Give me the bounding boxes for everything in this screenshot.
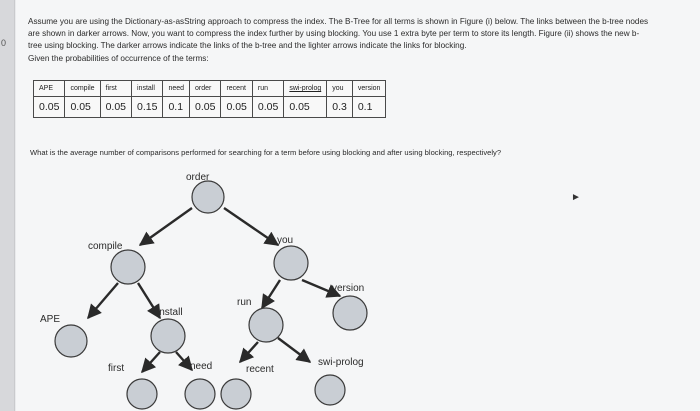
node-version xyxy=(332,295,368,331)
node-compile xyxy=(110,249,146,285)
probability-cell: 0.15 xyxy=(130,96,164,118)
label-order: order xyxy=(186,172,210,183)
question-card: Assume you are using the Dictionary-as-a… xyxy=(16,0,700,411)
edge-compile-install xyxy=(136,282,162,320)
question-text: What is the average number of comparison… xyxy=(30,148,502,157)
label-recent: recent xyxy=(246,364,274,375)
probability-cell: 0.05 xyxy=(220,96,253,118)
node-ape xyxy=(54,324,88,358)
edge-install-first xyxy=(141,351,161,374)
paragraph-line: tree using blocking. The darker arrows i… xyxy=(28,40,467,50)
table-header-row: APE compile first install need order rec… xyxy=(32,80,387,97)
node-need xyxy=(184,378,216,410)
node-recent xyxy=(220,378,252,410)
probability-table: APE compile first install need order rec… xyxy=(32,80,387,118)
paragraph-line: Assume you are using the Dictionary-as-a… xyxy=(28,17,649,26)
paragraph-line: are shown in darker arrows. Now, you wan… xyxy=(28,28,640,38)
label-compile: compile xyxy=(88,241,123,252)
probability-cell: 0.1 xyxy=(351,96,387,118)
node-run xyxy=(248,307,284,343)
problem-paragraph: Assume you are using the Dictionary-as-a… xyxy=(28,16,668,51)
left-gutter: 0 xyxy=(0,0,15,411)
edge-you-run xyxy=(260,279,282,310)
node-swi-prolog xyxy=(314,374,346,406)
label-first: first xyxy=(108,363,124,374)
tree-labels: order compile you APE install run versio… xyxy=(40,172,364,375)
mouse-cursor-icon: ► xyxy=(571,192,581,203)
label-install: install xyxy=(157,307,183,318)
probability-cell: 0.05 xyxy=(64,96,101,118)
label-swi-prolog: swi-prolog xyxy=(318,357,364,368)
label-version: version xyxy=(332,283,364,294)
node-you xyxy=(273,245,309,281)
edge-order-compile xyxy=(138,207,193,246)
label-you: you xyxy=(277,235,293,246)
node-install xyxy=(150,318,186,354)
node-order xyxy=(191,180,225,214)
label-ape: APE xyxy=(40,314,60,325)
node-first xyxy=(126,378,158,410)
tree-edges xyxy=(87,207,342,374)
tree-nodes xyxy=(54,180,368,410)
edge-run-recent xyxy=(239,341,259,364)
edge-install-need xyxy=(175,351,193,372)
label-need: need xyxy=(190,361,212,372)
edge-order-you xyxy=(223,207,280,246)
probability-cell: 0.05 xyxy=(283,96,328,118)
probability-cell: 0.05 xyxy=(32,96,66,118)
table-value-row: 0.05 0.05 0.05 0.15 0.1 0.05 0.05 0.05 0… xyxy=(32,96,387,118)
probability-cell: 0.05 xyxy=(251,96,285,118)
edge-you-version xyxy=(301,278,342,298)
gutter-number: 0 xyxy=(1,38,7,48)
label-run: run xyxy=(237,297,251,308)
edge-compile-ape xyxy=(87,282,119,320)
edge-run-swi-prolog xyxy=(277,337,312,363)
given-text: Given the probabilities of occurrence of… xyxy=(28,54,209,63)
